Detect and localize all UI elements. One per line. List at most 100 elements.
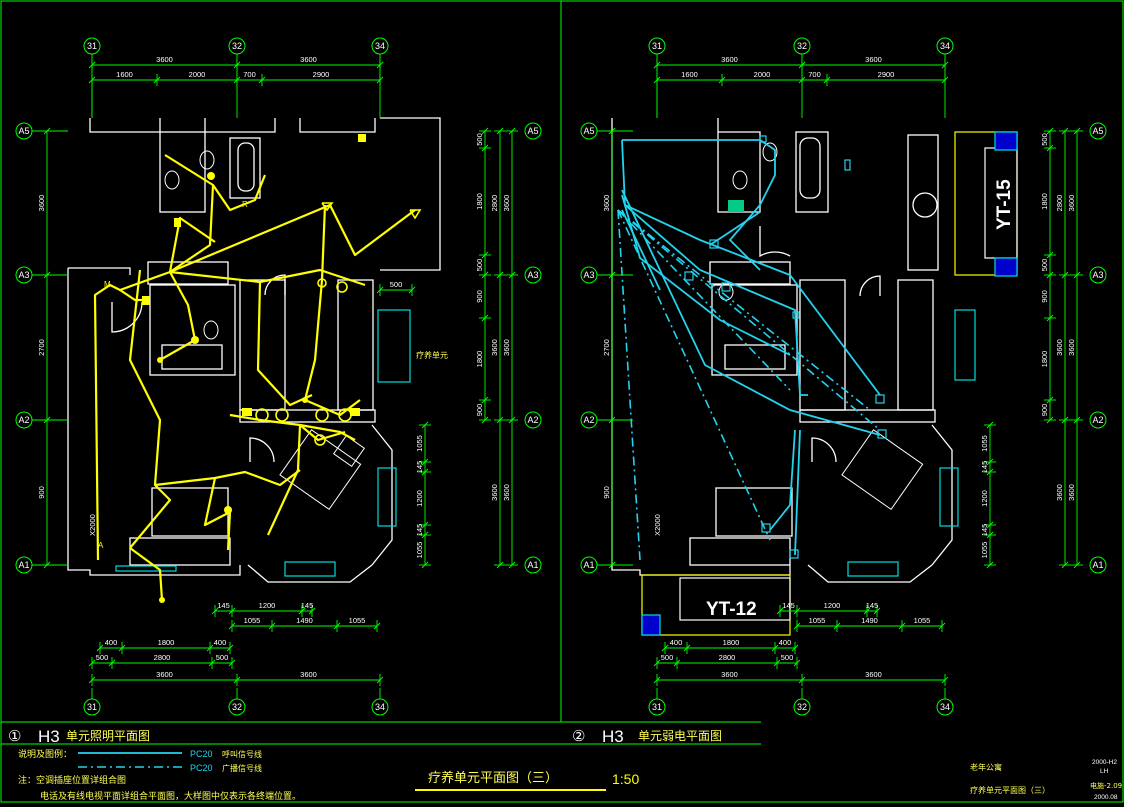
- dim-text: 500: [1040, 133, 1049, 146]
- plan-lighting: M R A 疗养单元: [67, 117, 448, 603]
- axis-label: 34: [940, 702, 950, 712]
- dim-text: 2900: [878, 70, 895, 79]
- axis-bubble: [1089, 266, 1107, 284]
- axis-label: 31: [652, 41, 662, 51]
- dim-text: 145: [415, 524, 424, 537]
- dim-text: 500: [475, 133, 484, 146]
- dim-text: 3600: [300, 55, 317, 64]
- plan1-code: H3: [38, 727, 60, 746]
- axis-label: A2: [583, 415, 594, 425]
- dim-text: 1055: [980, 435, 989, 452]
- dim-text: 900: [37, 486, 46, 499]
- dim-text: 1055: [244, 616, 261, 625]
- dim-text: 1200: [980, 490, 989, 507]
- dim-text: 400: [214, 638, 227, 647]
- lighting-fixtures: [142, 134, 366, 603]
- axis-label: 34: [375, 702, 385, 712]
- axis-label: 34: [940, 41, 950, 51]
- tag-yt12: YT-12: [706, 599, 757, 620]
- legend-heading: 说明及图例：: [18, 748, 72, 760]
- axis-bubble: [524, 266, 542, 284]
- dim-text: 2000: [189, 70, 206, 79]
- dim-text: 1600: [681, 70, 698, 79]
- dim-text: 145: [415, 461, 424, 474]
- fixtures-plan1: [164, 150, 366, 511]
- axis-label: A2: [527, 415, 538, 425]
- axis-label: 32: [232, 702, 242, 712]
- dim-text: 1490: [861, 616, 878, 625]
- dim-text: 3600: [1067, 484, 1076, 501]
- project-name: 老年公寓: [970, 762, 1002, 772]
- axis-label: A5: [527, 126, 538, 136]
- axis-bubble: [524, 122, 542, 140]
- dim-text: 1055: [415, 542, 424, 559]
- axis-label: 31: [87, 41, 97, 51]
- dim-text: 1200: [415, 490, 424, 507]
- plan1-index: ①: [8, 728, 21, 745]
- note-1: 空调插座位置详组合图: [36, 774, 126, 786]
- dim-text: 145: [782, 601, 795, 610]
- dim-text: 400: [779, 638, 792, 647]
- dim-text: 3600: [490, 484, 499, 501]
- axis-label: 34: [375, 41, 385, 51]
- legend-line1-text: 呼叫信号线: [222, 749, 262, 759]
- axis-bubble: [1089, 411, 1107, 429]
- broadcast-signal-lines: [617, 209, 881, 561]
- dim-text: 3600: [156, 670, 173, 679]
- dim-text: 1800: [1040, 351, 1049, 368]
- dim-text: 3600: [1067, 195, 1076, 212]
- dim-text: 2800: [490, 195, 499, 212]
- dim-text: 500: [661, 653, 674, 662]
- axis-bubble: [524, 411, 542, 429]
- mark-m: M: [104, 280, 111, 289]
- dim-text: 3600: [502, 195, 511, 212]
- dim-text: 3600: [865, 670, 882, 679]
- axis-label: A3: [18, 270, 29, 280]
- plan2-title: 单元弱电平面图: [638, 729, 722, 743]
- drawing-info: 老年公寓 疗养单元平面图（三） 2000-H2 LH 电施-2.09 2000.…: [970, 759, 1122, 801]
- dim-text: 1800: [1040, 193, 1049, 210]
- dim-text: 900: [1040, 404, 1049, 417]
- drawing-sub: LH: [1100, 768, 1109, 775]
- dim-text: 3600: [37, 195, 46, 212]
- walls-plan2: [611, 118, 953, 583]
- dim-text: 2800: [1055, 195, 1064, 212]
- dim-text: 500: [216, 653, 229, 662]
- walls-plan1: [67, 117, 441, 583]
- dim-text: 900: [475, 290, 484, 303]
- legend-line2-text: 广播信号线: [222, 763, 262, 773]
- dim-text: 1055: [349, 616, 366, 625]
- dim-text: 1800: [475, 193, 484, 210]
- dim-text: 3600: [300, 670, 317, 679]
- dim-text: 145: [866, 601, 879, 610]
- dim-text: 3600: [490, 339, 499, 356]
- sheet-number: 电施-2.09: [1090, 781, 1122, 790]
- balcony-yt15: [954, 131, 1018, 277]
- room-label-plan1: 疗养单元: [416, 350, 448, 360]
- dim-text: 1055: [914, 616, 931, 625]
- dim-text: 1055: [980, 542, 989, 559]
- dim-small: X2000: [653, 514, 662, 536]
- dim-text: 3600: [502, 484, 511, 501]
- dim-text: 500: [1040, 259, 1049, 272]
- plan-weak-current: YT-15 YT-12: [611, 118, 1018, 636]
- windows-plan1: [115, 309, 411, 577]
- terminals-plan2: [684, 135, 887, 559]
- plan2-index: ②: [572, 728, 585, 745]
- axis-label: A3: [1092, 270, 1103, 280]
- dim-small: X2000: [88, 514, 97, 536]
- fixtures-plan2: [718, 142, 924, 511]
- plan1-title-block: ① H3 单元照明平面图: [8, 727, 150, 746]
- legend-line1-code: PC20: [190, 749, 213, 759]
- dim-text: 500: [96, 653, 109, 662]
- dim-text: 145: [301, 601, 314, 610]
- legend: 说明及图例： PC20 呼叫信号线 PC20 广播信号线 注： 空调插座位置详组…: [18, 748, 301, 802]
- dim-text: 1490: [296, 616, 313, 625]
- dim-text: 2800: [719, 653, 736, 662]
- dim-text: 145: [980, 524, 989, 537]
- dim-text: 2000: [754, 70, 771, 79]
- dim-text: 1200: [824, 601, 841, 610]
